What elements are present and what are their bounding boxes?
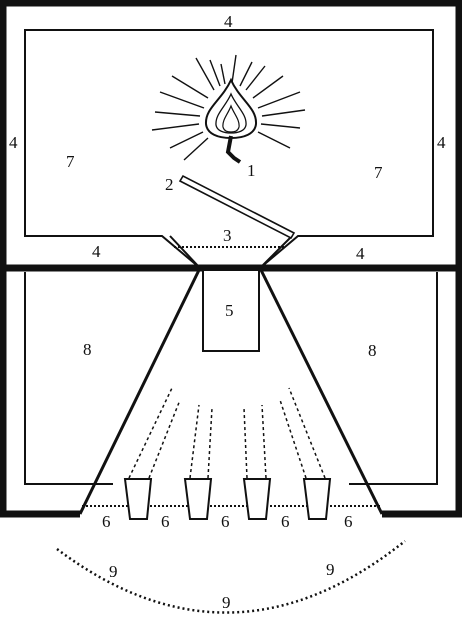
- outer-wall-lower-right: [382, 268, 462, 518]
- label-6-5: 6: [344, 512, 353, 531]
- label-9-bottom: 9: [222, 593, 231, 612]
- label-6-3: 6: [221, 512, 230, 531]
- label-4-right: 4: [437, 133, 446, 152]
- viewer-cup-4: [302, 478, 332, 520]
- viewer-cup-1: [123, 478, 153, 520]
- viewer-cup-3: [242, 478, 272, 520]
- label-6-1: 6: [102, 512, 111, 531]
- funnel-right-wall: [258, 267, 384, 515]
- viewer-cups: [123, 478, 332, 520]
- label-2: 2: [165, 175, 174, 194]
- outer-wall-lower-left: [0, 268, 80, 518]
- flame-core: [222, 104, 240, 133]
- label-5: 5: [225, 301, 234, 320]
- flame-rays: [151, 54, 306, 161]
- box-5: [202, 269, 260, 352]
- funnel-top-left: [169, 235, 201, 269]
- label-6-2: 6: [161, 512, 170, 531]
- label-7-left: 7: [66, 152, 75, 171]
- label-4-lower-right: 4: [356, 244, 365, 263]
- label-8-left: 8: [83, 340, 92, 359]
- label-9-right: 9: [326, 560, 335, 579]
- funnel-left-wall: [78, 267, 202, 515]
- lower-right-inner-room: [349, 272, 438, 485]
- lower-left-inner-room: [24, 272, 113, 485]
- label-4-top: 4: [224, 12, 233, 31]
- label-4-lower-left: 4: [92, 242, 101, 261]
- label-7-right: 7: [374, 163, 383, 182]
- funnel-top-right: [259, 235, 293, 269]
- label-3: 3: [223, 226, 232, 245]
- label-9-left: 9: [109, 562, 118, 581]
- audience-arc: [56, 540, 406, 614]
- label-8-right: 8: [368, 341, 377, 360]
- viewer-cup-2: [183, 478, 213, 520]
- outer-wall-upper: [0, 0, 462, 268]
- wick: [225, 135, 242, 164]
- label-4-left: 4: [9, 133, 18, 152]
- mirror: [178, 174, 296, 240]
- label-6-4: 6: [281, 512, 290, 531]
- labels: 4 4 4 4 4 7 7 1 2 3 5 8 8 6 6 6 6 6 9 9 …: [9, 12, 446, 612]
- sight-lines: [128, 387, 326, 479]
- label-1: 1: [247, 161, 256, 180]
